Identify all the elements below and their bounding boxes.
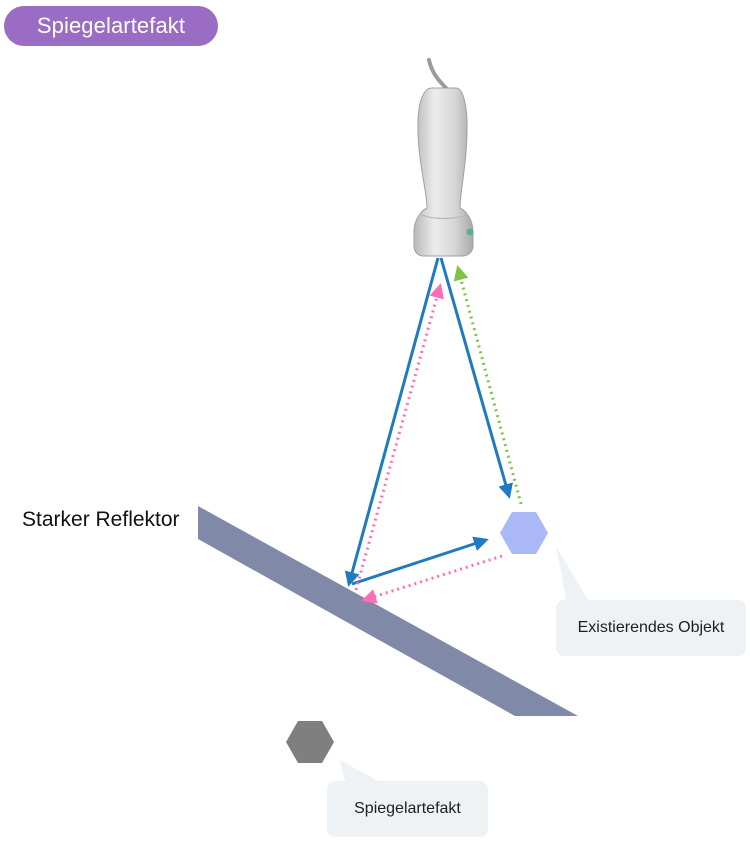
real-object-hexagon-icon [500,512,548,554]
callout-bubble-object [556,546,588,600]
reflector-label: Starker Reflektor [22,508,180,531]
artifact-hexagon-icon [286,721,334,763]
diagram-title-pill: Spiegelartefakt [4,6,218,46]
echo-object-to-reflector [361,554,503,604]
strong-reflector-bar [198,506,578,716]
mirror-artifact-label: Spiegelartefakt [354,800,461,817]
echo-reflector-to-probe [354,283,445,591]
real-object-label: Existierendes Objekt [577,619,725,636]
beam-reflector-to-object [351,536,489,586]
beam-to-object [439,257,513,499]
beam-to-reflector [344,257,440,587]
callout-bubble-artifact [340,760,378,781]
echo-object-to-probe [453,265,523,505]
ultrasound-probe-icon [413,58,474,257]
